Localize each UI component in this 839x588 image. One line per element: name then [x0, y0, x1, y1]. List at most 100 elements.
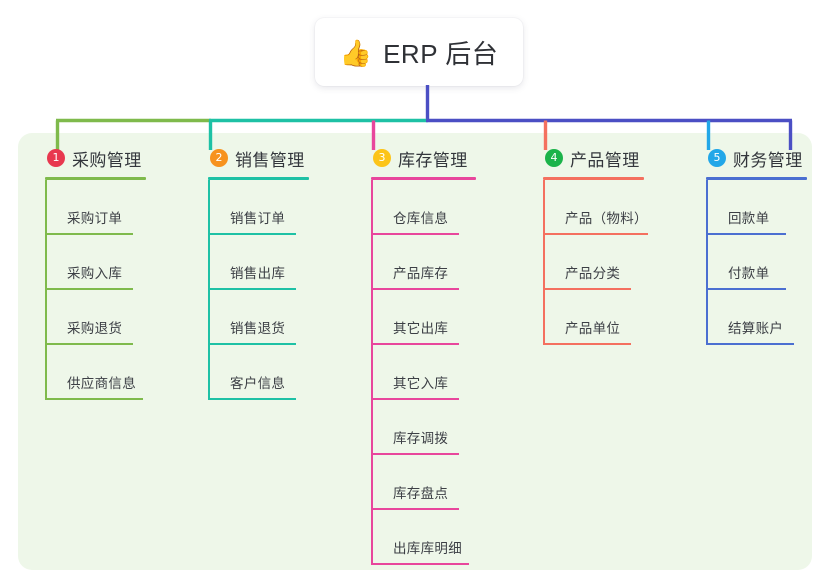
leaf-rule [208, 398, 296, 400]
leaf-rule [706, 288, 786, 290]
branch-rule-2 [208, 177, 309, 180]
leaf-label: 库存调拨 [393, 431, 449, 446]
leaf-rule [45, 233, 133, 235]
thumbs-up-icon: 👍 [339, 38, 373, 68]
branch-header-5[interactable]: 5 财务管理 [706, 146, 839, 170]
branch-spine-1 [45, 180, 47, 400]
leaf-rule [208, 233, 296, 235]
branch-column-1: 1 采购管理 采购订单 采购入库 采购退货 供应商信息 [45, 146, 195, 400]
leaf-label: 仓库信息 [393, 211, 449, 226]
list-item[interactable]: 销售退货 [208, 290, 358, 345]
branch-header-4[interactable]: 4 产品管理 [543, 146, 693, 170]
branch-number-badge-5: 5 [708, 149, 726, 167]
leaf-rule [543, 288, 631, 290]
leaf-rule [543, 233, 648, 235]
leaf-label: 其它出库 [393, 321, 449, 336]
list-item[interactable]: 采购入库 [45, 235, 195, 290]
list-item[interactable]: 产品库存 [371, 235, 521, 290]
leaf-rule [371, 343, 459, 345]
list-item[interactable]: 采购退货 [45, 290, 195, 345]
branch-leaves-5: 回款单 付款单 结算账户 [706, 180, 839, 345]
list-item[interactable]: 产品（物料） [543, 180, 693, 235]
leaf-label: 产品分类 [565, 266, 621, 281]
list-item[interactable]: 库存调拨 [371, 400, 521, 455]
leaf-rule [371, 508, 459, 510]
leaf-rule [45, 343, 133, 345]
branch-spine-3 [371, 180, 373, 565]
branch-column-3: 3 库存管理 仓库信息 产品库存 其它出库 其它入库 库存调拨 [371, 146, 521, 565]
branch-title-4: 产品管理 [570, 150, 640, 170]
leaf-label: 供应商信息 [67, 376, 136, 391]
leaf-label: 产品（物料） [565, 211, 648, 226]
branch-title-2: 销售管理 [235, 150, 305, 170]
branch-number-badge-1: 1 [47, 149, 65, 167]
branch-spine-4 [543, 180, 545, 345]
branch-column-2: 2 销售管理 销售订单 销售出库 销售退货 客户信息 [208, 146, 358, 400]
branch-rule-5 [706, 177, 807, 180]
branch-rule-4 [543, 177, 644, 180]
branch-number-badge-3: 3 [373, 149, 391, 167]
leaf-rule [371, 398, 459, 400]
list-item[interactable]: 结算账户 [706, 290, 839, 345]
branch-number-badge-4: 4 [545, 149, 563, 167]
leaf-label: 客户信息 [230, 376, 286, 391]
branch-spine-5 [706, 180, 708, 345]
leaf-label: 产品单位 [565, 321, 621, 336]
list-item[interactable]: 库存盘点 [371, 455, 521, 510]
branch-title-5: 财务管理 [733, 150, 803, 170]
leaf-rule [208, 343, 296, 345]
leaf-rule [45, 398, 143, 400]
list-item[interactable]: 采购订单 [45, 180, 195, 235]
root-node-label: ERP 后台 [383, 38, 499, 69]
leaf-label: 库存盘点 [393, 486, 449, 501]
leaf-rule [371, 288, 459, 290]
list-item[interactable]: 其它出库 [371, 290, 521, 345]
leaf-label: 回款单 [728, 211, 770, 226]
branch-leaves-4: 产品（物料） 产品分类 产品单位 [543, 180, 693, 345]
leaf-label: 结算账户 [728, 321, 784, 336]
diagram-background-panel [18, 133, 812, 570]
list-item[interactable]: 付款单 [706, 235, 839, 290]
list-item[interactable]: 仓库信息 [371, 180, 521, 235]
leaf-label: 销售出库 [230, 266, 286, 281]
branch-header-2[interactable]: 2 销售管理 [208, 146, 358, 170]
branch-title-1: 采购管理 [72, 150, 142, 170]
list-item[interactable]: 供应商信息 [45, 345, 195, 400]
leaf-label: 采购入库 [67, 266, 123, 281]
branch-rule-3 [371, 177, 476, 180]
list-item[interactable]: 其它入库 [371, 345, 521, 400]
leaf-label: 采购退货 [67, 321, 123, 336]
leaf-rule [371, 233, 459, 235]
list-item[interactable]: 客户信息 [208, 345, 358, 400]
branch-column-5: 5 财务管理 回款单 付款单 结算账户 [706, 146, 839, 345]
branch-rule-1 [45, 177, 146, 180]
list-item[interactable]: 出库库明细 [371, 510, 521, 565]
leaf-rule [371, 563, 469, 565]
leaf-label: 出库库明细 [393, 541, 462, 556]
branch-header-1[interactable]: 1 采购管理 [45, 146, 195, 170]
list-item[interactable]: 回款单 [706, 180, 839, 235]
branch-leaves-2: 销售订单 销售出库 销售退货 客户信息 [208, 180, 358, 400]
leaf-label: 采购订单 [67, 211, 123, 226]
list-item[interactable]: 产品分类 [543, 235, 693, 290]
branch-header-3[interactable]: 3 库存管理 [371, 146, 521, 170]
branch-leaves-3: 仓库信息 产品库存 其它出库 其它入库 库存调拨 库存盘点 [371, 180, 521, 565]
leaf-rule [706, 343, 794, 345]
leaf-rule [371, 453, 459, 455]
branch-spine-2 [208, 180, 210, 400]
leaf-rule [45, 288, 133, 290]
root-node[interactable]: 👍 ERP 后台 [315, 18, 523, 86]
leaf-rule [208, 288, 296, 290]
leaf-label: 付款单 [728, 266, 770, 281]
branch-number-badge-2: 2 [210, 149, 228, 167]
branch-title-3: 库存管理 [398, 150, 468, 170]
list-item[interactable]: 产品单位 [543, 290, 693, 345]
leaf-label: 其它入库 [393, 376, 449, 391]
branch-leaves-1: 采购订单 采购入库 采购退货 供应商信息 [45, 180, 195, 400]
list-item[interactable]: 销售出库 [208, 235, 358, 290]
leaf-label: 产品库存 [393, 266, 449, 281]
leaf-label: 销售退货 [230, 321, 286, 336]
leaf-label: 销售订单 [230, 211, 286, 226]
list-item[interactable]: 销售订单 [208, 180, 358, 235]
